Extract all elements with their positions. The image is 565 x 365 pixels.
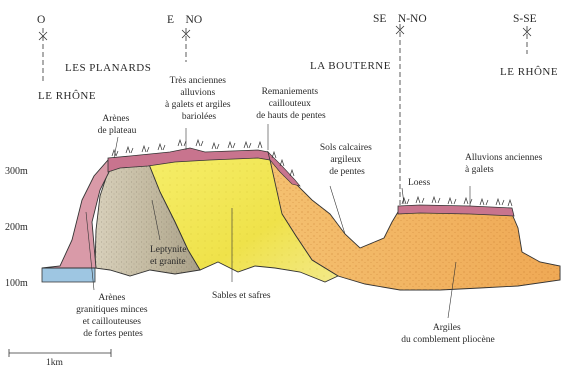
- altitude-300m: 300m: [5, 166, 28, 177]
- label-alluvions-anciennes: Alluvions anciennes à galets: [465, 153, 545, 175]
- direction-e-no: E NO: [167, 14, 202, 26]
- place-le-rhone-left: LE RHÔNE: [38, 90, 96, 102]
- altitude-200m: 200m: [5, 222, 28, 233]
- direction-marker-o: [39, 28, 47, 82]
- place-la-bouterne: LA BOUTERNE: [310, 60, 391, 72]
- direction-se-n-no: SE N-NO: [373, 13, 427, 25]
- place-les-planards: LES PLANARDS: [65, 62, 151, 74]
- river-left: [42, 268, 95, 282]
- label-loess: Loess: [408, 178, 430, 188]
- direction-marker-se-n-no: [396, 24, 404, 208]
- direction-s-se: S-SE: [513, 13, 537, 25]
- label-arenes-plateau: Arènes de plateau: [98, 114, 137, 136]
- label-sols-calcaires: Sols calcaires argileux de pentes: [320, 143, 374, 177]
- place-le-rhone-right: LE RHÔNE: [500, 66, 558, 78]
- scale-bar-label: 1km: [46, 358, 64, 365]
- label-arenes-granitiques: Arènes granitiques minces et caillouteus…: [76, 293, 150, 339]
- altitude-100m: 100m: [5, 278, 28, 289]
- label-remaniements: Remaniements caillouteux de hauts de pen…: [256, 87, 326, 121]
- direction-o: O: [37, 14, 45, 26]
- label-sables-safres: Sables et safres: [212, 290, 271, 301]
- direction-marker-e-no: [182, 28, 190, 62]
- scale-bar: [9, 349, 111, 357]
- label-argiles: Argiles du comblement pliocène: [401, 323, 494, 345]
- direction-marker-s-se: [523, 26, 531, 54]
- label-tres-anciennes-alluvions: Très anciennes alluvions à galets et arg…: [165, 76, 233, 122]
